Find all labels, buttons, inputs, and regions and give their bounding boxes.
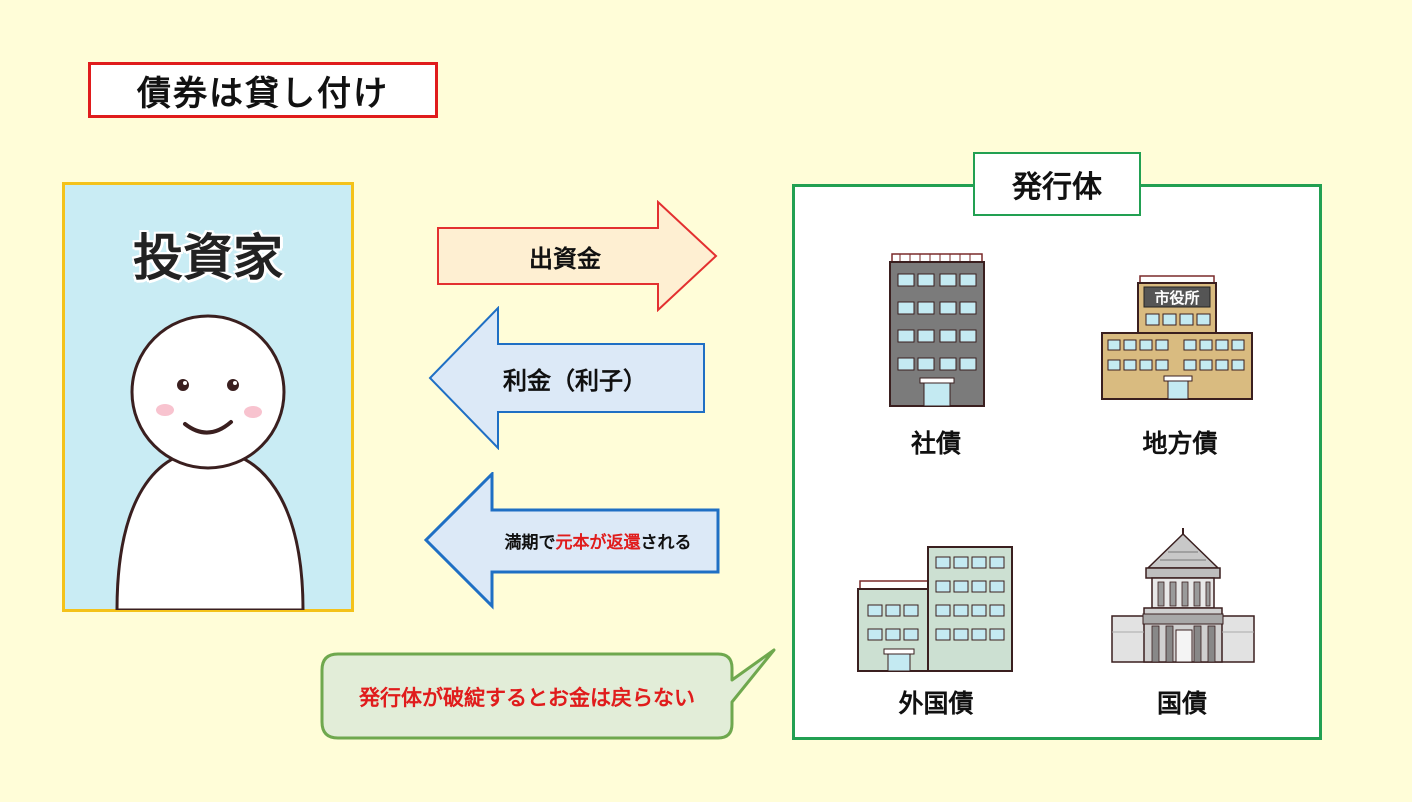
investor-person-icon [115, 314, 305, 610]
municipal-bond-label: 地方債 [1142, 429, 1218, 458]
issuer-label: 発行体 [973, 152, 1141, 216]
principal-before: 満期で [504, 533, 556, 553]
capital-arrow [437, 200, 718, 312]
principal-arrow [424, 472, 720, 610]
principal-highlight: 元本が返還 [555, 533, 641, 553]
interest-arrow [428, 306, 705, 450]
warning-text: 発行体が破綻するとお金は戻らない [359, 686, 695, 710]
city-hall-icon: 市役所 [1101, 275, 1253, 400]
interest-label: 利金（利子） [503, 366, 647, 395]
city-hall-sign: 市役所 [1154, 289, 1199, 307]
page-title: 債券は貸し付け [88, 62, 438, 118]
capital-label: 出資金 [529, 244, 601, 273]
principal-label: 満期で元本が返還される [478, 528, 718, 553]
corporate-bond-label: 社債 [910, 429, 961, 458]
diet-building-icon [1111, 528, 1255, 663]
investor-label: 投資家 [133, 229, 283, 287]
office-building-icon [889, 253, 985, 407]
foreign-bond-label: 外国債 [898, 689, 974, 718]
warning-bubble [320, 648, 776, 740]
government-bond-label: 国債 [1156, 689, 1207, 718]
principal-after: される [640, 533, 692, 553]
foreign-building-icon [857, 546, 1013, 672]
